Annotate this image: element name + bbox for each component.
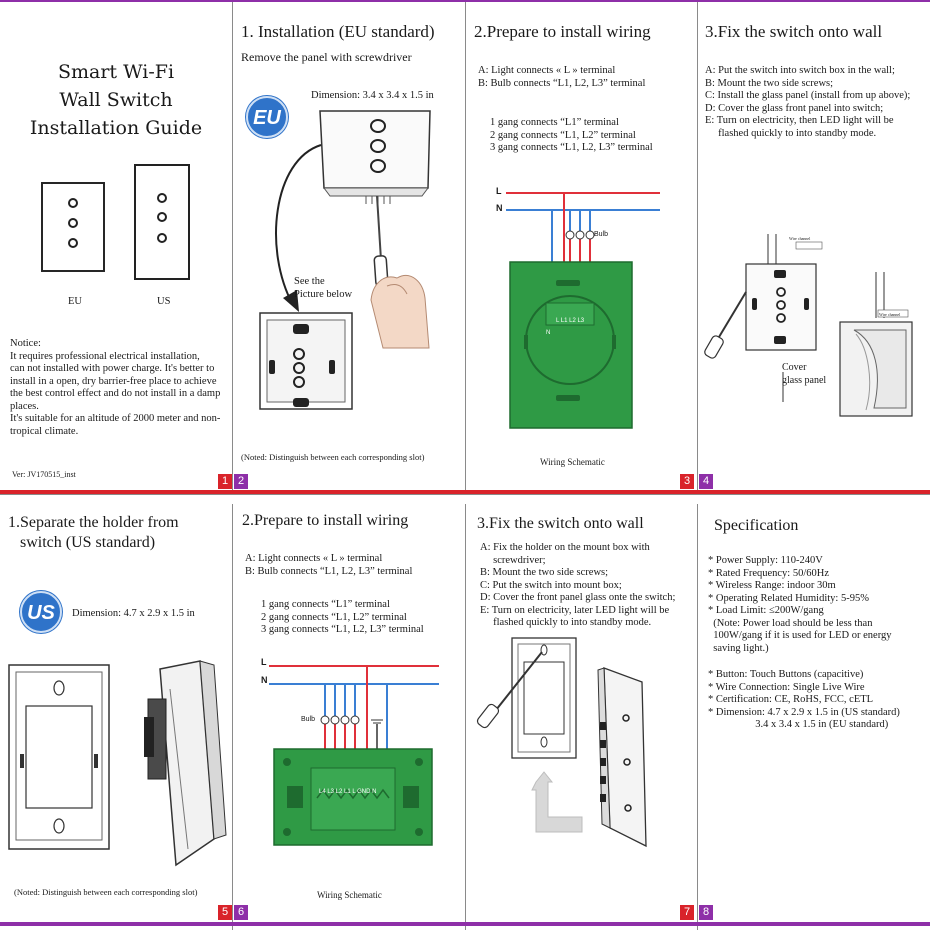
terminal-instructions: A: Light connects « L » terminal B: Bulb… xyxy=(478,65,646,89)
terminal-labels: L4 L3 L2 L1 L GND N xyxy=(319,789,377,795)
page-subtitle: Remove the panel with screwdriver xyxy=(241,50,412,64)
cover-glass-label: Cover glass panel xyxy=(782,362,827,386)
page-title: 2.Prepare to install wiring xyxy=(474,22,651,41)
column-divider-1 xyxy=(232,0,233,930)
notice-text: Notice: It requires professional electri… xyxy=(10,338,221,437)
row-divider-top xyxy=(0,490,930,494)
eu-badge: EU xyxy=(246,96,288,138)
column-divider-3 xyxy=(697,0,698,930)
page-4-eu-fix-wall: 3.Fix the switch onto wall A: Put the sw… xyxy=(698,0,930,490)
page-title: 3.Fix the switch onto wall xyxy=(477,515,644,532)
us-label: US xyxy=(157,296,171,307)
column-divider-2 xyxy=(465,0,466,930)
page-number-1: 1 xyxy=(218,474,232,489)
curved-arrow xyxy=(275,144,322,312)
gang-instructions: 1 gang connects “L1” terminal 2 gang con… xyxy=(490,117,653,153)
page-title: Specification xyxy=(714,517,799,534)
us-pcb-illustration xyxy=(273,748,433,846)
version-label: Ver: JV170515_inst xyxy=(12,470,76,479)
terminal-instructions: A: Light connects « L » terminal B: Bulb… xyxy=(245,553,413,577)
slot-note: (Noted: Distinguish between each corresp… xyxy=(241,452,425,462)
gang-instructions: 1 gang connects “L1” terminal 2 gang con… xyxy=(261,599,424,635)
slot-note: (Noted: Distinguish between each corresp… xyxy=(14,887,198,897)
page-number-6: 6 xyxy=(234,905,248,920)
eu-switch-illustration xyxy=(41,182,105,272)
eu-back-box-illustration xyxy=(259,312,353,410)
page-6-us-wiring: 2.Prepare to install wiring A: Light con… xyxy=(233,504,465,922)
eu-wiring-schematic xyxy=(506,192,660,429)
page-number-4: 4 xyxy=(699,474,713,489)
page-1-cover: Smart Wi-Fi Wall Switch Installation Gui… xyxy=(0,0,232,490)
us-holder-illustration xyxy=(8,664,110,850)
us-badge: US xyxy=(20,591,62,633)
page-number-7: 7 xyxy=(680,905,694,920)
schematic-caption: Wiring Schematic xyxy=(317,890,382,900)
fixing-steps: A: Put the switch into switch box in the… xyxy=(705,65,911,139)
page-8-specification: Specification * Power Supply: 110-240V *… xyxy=(698,504,930,922)
spec-list-secondary: * Button: Touch Buttons (capacitive) * W… xyxy=(708,669,900,730)
page-number-3: 3 xyxy=(680,474,694,489)
eu-switch-panel-angled xyxy=(319,110,431,204)
us-switch-illustration xyxy=(134,164,190,280)
page-2-eu-installation: 1. Installation (EU standard) Remove the… xyxy=(233,0,465,490)
top-purple-line xyxy=(0,0,930,2)
page-title: 2.Prepare to install wiring xyxy=(242,512,409,529)
fixing-steps: A: Fix the holder on the mount box with … xyxy=(480,542,676,628)
wire-n-label: N xyxy=(261,675,268,685)
page-7-us-fix-wall: 3.Fix the switch onto wall A: Fix the ho… xyxy=(466,504,697,922)
dimension-text: Dimension: 4.7 x 2.9 x 1.5 in xyxy=(72,608,195,619)
row-divider-mid xyxy=(0,494,930,504)
page-5-us-separate: 1.Separate the holder from switch (US st… xyxy=(0,504,232,922)
page-title: 1. Installation (EU standard) xyxy=(241,22,435,41)
spec-list-primary: * Power Supply: 110-240V * Rated Frequen… xyxy=(708,555,892,654)
page-title: 1.Separate the holder from switch (US st… xyxy=(8,514,179,551)
eu-label: EU xyxy=(68,296,82,307)
dimension-text: Dimension: 3.4 x 3.4 x 1.5 in xyxy=(311,90,434,101)
schematic-caption: Wiring Schematic xyxy=(540,457,605,467)
terminal-labels: L L1 L2 L3 xyxy=(556,318,585,324)
page-number-2: 2 xyxy=(234,474,248,489)
page-number-5: 5 xyxy=(218,905,232,920)
us-mount-illustration xyxy=(476,637,647,848)
neutral-terminal-label: N xyxy=(546,330,551,336)
wire-channel-tag-2: Wire channel xyxy=(879,312,901,317)
page-number-8: 8 xyxy=(699,905,713,920)
wire-l-label: L xyxy=(496,186,502,196)
screwdriver-hand-illustration xyxy=(370,195,430,349)
page-3-eu-wiring: 2.Prepare to install wiring A: Light con… xyxy=(466,0,697,490)
cover-title: Smart Wi-Fi Wall Switch Installation Gui… xyxy=(29,61,203,139)
wall-mount-illustration xyxy=(704,234,913,417)
bulb-label: Bulb xyxy=(594,231,609,238)
see-picture-text: See the Picture below xyxy=(294,276,353,300)
wire-n-label: N xyxy=(496,203,503,213)
wire-l-label: L xyxy=(261,657,267,667)
wire-channel-tag-1: Wire channel xyxy=(789,236,811,241)
us-switch-side-illustration xyxy=(144,660,227,867)
bulb-label: Bulb xyxy=(301,716,316,723)
page-title: 3.Fix the switch onto wall xyxy=(705,22,883,41)
row-divider-bottom xyxy=(0,922,930,926)
